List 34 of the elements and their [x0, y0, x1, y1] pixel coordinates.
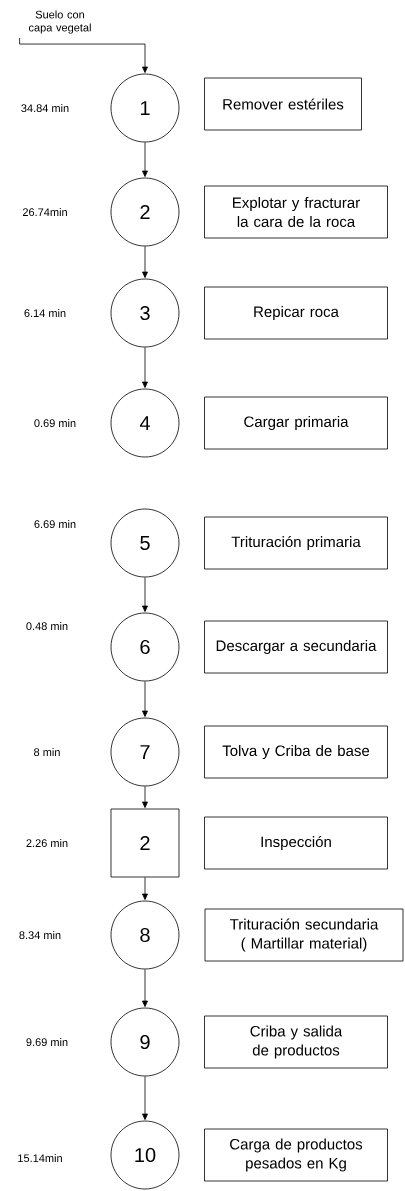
process-box: Explotar y fracturar la cara de la roca	[204, 185, 388, 239]
time-label: 6.14 min	[24, 308, 66, 318]
arrow	[142, 877, 148, 900]
time-label: 34.84 min	[21, 103, 69, 113]
time-label: 0.69 min	[34, 418, 76, 428]
process-box: Inspección	[204, 816, 388, 870]
arrow	[142, 786, 148, 808]
source-label: Suelo con capa vegetal	[29, 10, 91, 34]
process-box: Tolva y Criba de base	[204, 725, 388, 779]
arrow	[142, 681, 148, 717]
arrow	[142, 577, 148, 612]
inspection-square: 2	[110, 808, 180, 878]
arrow	[142, 1076, 148, 1120]
time-label: 8 min	[34, 747, 60, 757]
process-box: Repicar roca	[204, 286, 388, 340]
time-label: 26.74min	[22, 207, 67, 217]
arrow	[19, 37, 148, 73]
process-box: Trituración secundaria ( Martillar material)	[204, 908, 404, 962]
time-label: 2.26 min	[26, 838, 68, 848]
process-box: Remover estériles	[204, 77, 362, 131]
process-box: Carga de productos pesados en Kg	[204, 1128, 388, 1182]
process-box: Cargar primaria	[204, 396, 388, 450]
time-label: 0.48 min	[26, 621, 68, 631]
arrow	[142, 246, 148, 278]
process-box: Criba y salida de productos	[204, 1015, 388, 1069]
process-box: Trituración primaria	[204, 516, 388, 570]
time-label: 6.69 min	[34, 519, 76, 529]
arrow	[142, 142, 148, 177]
time-label: 9.69 min	[26, 1037, 68, 1047]
process-box: Descargar a secundaria	[204, 620, 388, 674]
time-label: 15.14min	[18, 1154, 62, 1163]
arrow	[142, 969, 148, 1007]
time-label: 8.34 min	[19, 930, 61, 940]
arrow	[142, 347, 148, 388]
